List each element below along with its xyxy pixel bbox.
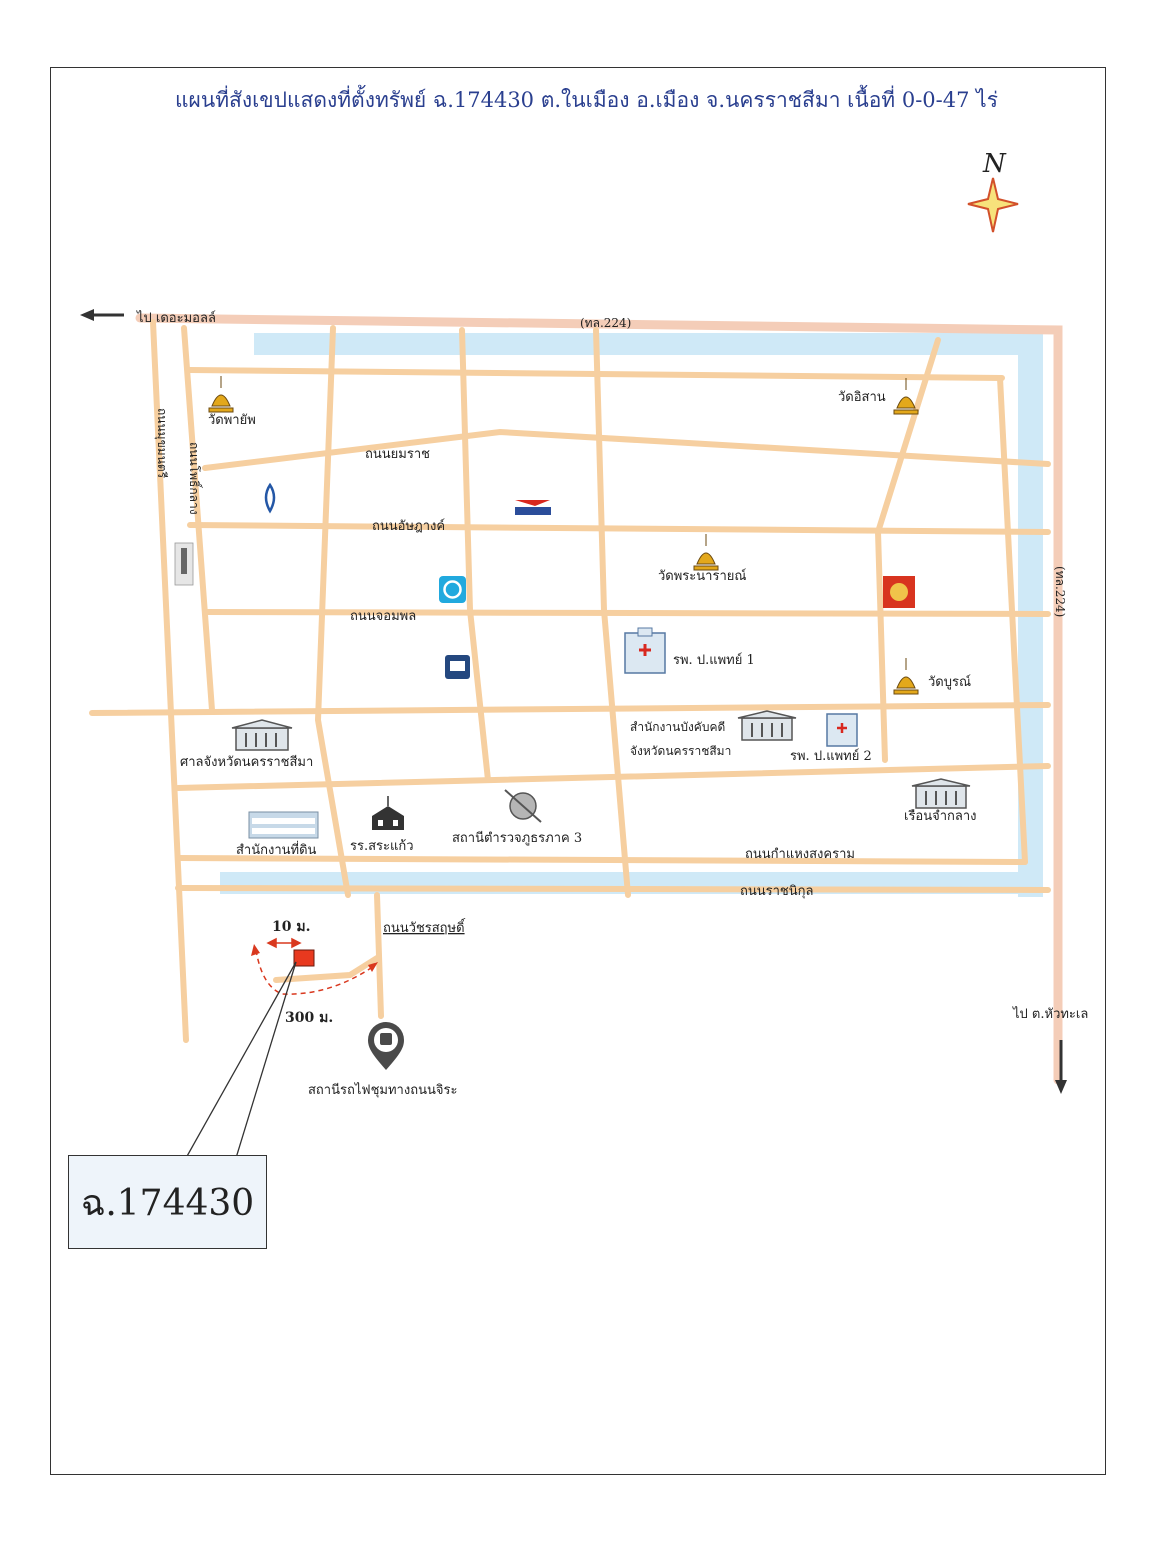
label-train-station: สถานีรถไฟชุมทางถนนจิระ xyxy=(308,1082,457,1098)
map-title: แผนที่สังเขปแสดงที่ตั้งทรัพย์ ฉ.174430 ต… xyxy=(175,88,998,112)
label-hospital-1: รพ. ป.แพทย์ 1 xyxy=(673,652,755,668)
label-wat-isan: วัดอิสาน xyxy=(838,390,886,405)
bank-icon xyxy=(439,576,466,603)
north-arrow-icon: N xyxy=(967,149,1019,233)
label-highway-top: (ทล.224) xyxy=(580,316,631,330)
government-seal-icon xyxy=(883,576,915,608)
parcel-marker xyxy=(293,949,315,967)
label-court: ศาลจังหวัดนครราชสีมา xyxy=(180,754,313,770)
temple-icon xyxy=(893,658,919,695)
government-building-icon xyxy=(737,710,797,741)
police-seal-icon xyxy=(504,789,542,823)
temple-icon xyxy=(693,534,719,571)
label-school: รร.สระแก้ว xyxy=(350,839,414,854)
label-width: 10 ม. xyxy=(272,919,310,935)
label-to-mall: ไป เดอะมอลล์ xyxy=(136,310,216,326)
route-distance xyxy=(255,949,375,995)
label-enforcement-2: จังหวัดนครราชสีมา xyxy=(630,744,731,758)
government-building-icon xyxy=(911,778,971,809)
post-office-icon xyxy=(515,500,551,515)
government-building-icon xyxy=(231,719,293,751)
parcel-callout-box: ฉ.174430 xyxy=(68,1155,267,1249)
width-dimension xyxy=(266,937,302,949)
label-road-kamphaeng: ถนนกำแหงสงคราม xyxy=(745,847,855,862)
monument-icon xyxy=(174,542,194,586)
label-wat-phranarai: วัดพระนารายณ์ xyxy=(658,568,746,584)
callout-pointer xyxy=(185,961,297,1159)
label-road-assadang: ถนนอัษฎางค์ xyxy=(372,518,445,534)
label-road-mukmontri: ถนนมุขมนตรี xyxy=(154,408,169,479)
label-road-chomphon: ถนนจอมพล xyxy=(350,609,416,624)
label-road-yommarat: ถนนยมราช xyxy=(365,447,430,462)
school-icon xyxy=(372,796,404,830)
label-wat-phayap: วัดพายัพ xyxy=(208,413,256,428)
label-road-watcharasarit: ถนนวัชรสฤษดิ์ xyxy=(383,918,466,936)
highway-224 xyxy=(135,313,1063,1085)
arrow-to-mall-icon xyxy=(80,309,124,321)
train-station-pin-icon xyxy=(368,1022,404,1070)
hospital-building-icon xyxy=(624,627,666,674)
temple-icon xyxy=(893,378,919,415)
label-road-pho-klang: ถนนโพธิ์กลาง xyxy=(187,442,203,515)
label-land-office: สำนักงานที่ดิน xyxy=(236,841,317,858)
bank-icon xyxy=(264,482,276,514)
arrow-south-icon xyxy=(1055,1040,1067,1094)
label-road-ratchanikun: ถนนราชนิกุล xyxy=(740,884,813,899)
label-distance: 300 ม. xyxy=(285,1010,333,1026)
temple-icon xyxy=(208,376,234,413)
label-highway-right: (ทล.224) xyxy=(1053,566,1067,617)
label-wat-bun: วัดบูรณ์ xyxy=(928,674,971,690)
hospital-building-icon xyxy=(826,713,858,747)
label-to-south: ไป ต.หัวทะเล xyxy=(1012,1006,1088,1022)
label-hospital-2: รพ. ป.แพทย์ 2 xyxy=(790,748,872,764)
shop-icon xyxy=(445,655,470,679)
land-office-building-icon xyxy=(248,811,319,839)
road-network xyxy=(89,319,1051,1043)
label-enforcement-1: สำนักงานบังคับคดี xyxy=(630,720,725,734)
label-ruean-jamklang: เรือนจำกลาง xyxy=(904,808,977,824)
label-police: สถานีตำรวจภูธรภาค 3 xyxy=(452,830,582,846)
north-letter: N xyxy=(982,149,1007,179)
